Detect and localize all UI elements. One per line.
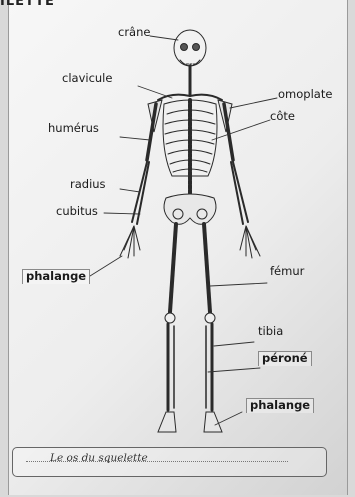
- label-crane: crâne: [118, 26, 150, 39]
- label-cubitus: cubitus: [56, 205, 98, 218]
- label-femur: fémur: [270, 265, 304, 278]
- skull-bone: [174, 30, 206, 66]
- hand-bones: [120, 226, 140, 258]
- label-clavicule: clavicule: [62, 72, 112, 85]
- clavicle-bone: [158, 95, 190, 100]
- caption-text: Le os du squelette: [50, 452, 148, 464]
- foot-bones: [158, 412, 176, 432]
- label-humerus: humérus: [48, 122, 99, 135]
- label-cote: côte: [270, 110, 295, 123]
- label-phalange-pied: phalange: [246, 398, 314, 413]
- femur-bone: [170, 224, 176, 312]
- label-omoplate: omoplate: [278, 88, 332, 101]
- label-phalange-main: phalange: [22, 269, 90, 284]
- label-perone: péroné: [258, 351, 312, 366]
- label-radius: radius: [70, 178, 106, 191]
- pelvis-bone: [164, 194, 216, 224]
- label-tibia: tibia: [258, 325, 283, 338]
